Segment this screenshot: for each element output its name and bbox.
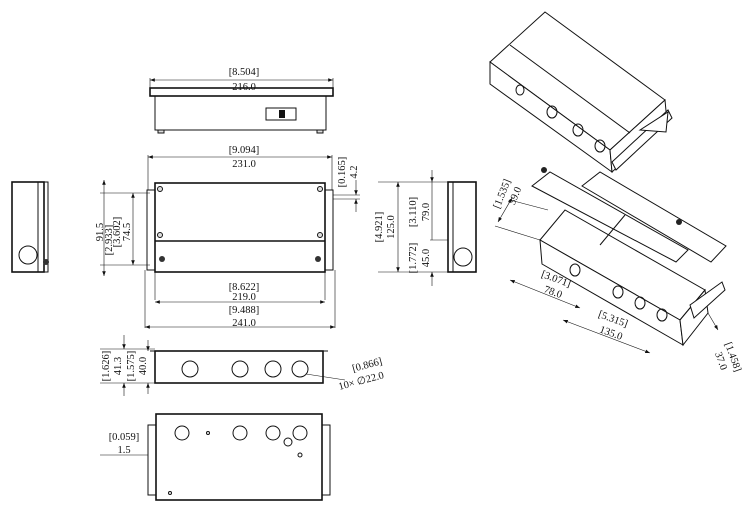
dim-overall-mm: 231.0 — [232, 159, 256, 170]
left-side-view — [11, 181, 49, 273]
dim-flange-inch: [9.488] — [229, 305, 260, 316]
dim-inch: [8.504] — [229, 67, 260, 78]
isometric-closed-view — [489, 11, 673, 174]
dim-slot-mm: 74.5 — [122, 223, 133, 241]
dim-inner-inch: [1.575] — [126, 351, 137, 382]
dim-upper-inch: [3.110] — [408, 197, 419, 227]
dim-lower-inch: [1.772] — [408, 243, 419, 274]
dim-hole-spec: 10× ∅22.0 — [337, 370, 385, 393]
dim-inner-mm: 219.0 — [232, 292, 256, 303]
dim-overall-inch: [9.094] — [229, 145, 260, 156]
dim-upper-mm: 79.0 — [421, 203, 432, 221]
dim-outer-inch: [1.626] — [101, 351, 112, 382]
front-view: [9.094] 231.0 [8.622] 219.0 [9.488] 241.… — [95, 145, 360, 329]
dim-height-mm: 91.5 — [95, 223, 106, 241]
dim-total-inch: [4.921] — [374, 212, 385, 243]
dim-offset-mm: 4.2 — [349, 165, 360, 178]
dim-outer-mm: 41.3 — [113, 357, 124, 375]
switch-icon — [265, 107, 297, 121]
isometric-open-view: [1.535] 39.0 [3.071] 78.0 [5.315] 135.0 … — [492, 167, 743, 373]
right-side-view: [4.921] 125.0 [3.110] 79.0 [1.772] 45.0 — [374, 170, 477, 286]
knockout-view: [1.626] 41.3 [1.575] 40.0 [0.866] 10× ∅2… — [100, 335, 385, 396]
dim-flange-mm: 1.5 — [117, 445, 130, 456]
top-view: [8.504] 216.0 — [149, 67, 334, 134]
dim-flange-inch: [0.059] — [109, 432, 140, 443]
dim-offset-inch: [0.165] — [337, 157, 348, 188]
dim-flange-mm: 241.0 — [232, 318, 256, 329]
dim-total-mm: 125.0 — [386, 215, 397, 239]
dim-lower-mm: 45.0 — [421, 249, 432, 267]
dim-slot-inch: [2.933] — [104, 225, 115, 256]
bottom-view: [0.059] 1.5 — [100, 413, 331, 501]
dim-height-inch: [3.602] — [112, 217, 123, 248]
dim-inner-inch: [8.622] — [229, 282, 260, 293]
dim-mm: 216.0 — [232, 82, 256, 93]
dim-inner-mm: 40.0 — [138, 357, 149, 375]
